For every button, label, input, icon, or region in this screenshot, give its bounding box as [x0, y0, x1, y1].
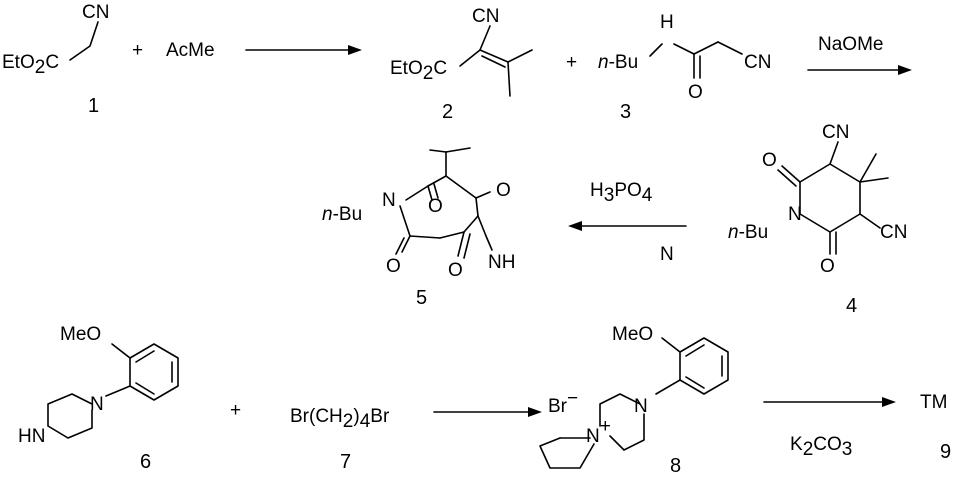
compound-1-cn-label: CN [82, 2, 109, 23]
compound-4-cn-top: CN [822, 122, 849, 143]
arrow-3-reagent-top: H3PO4 [590, 180, 653, 206]
reaction-arrow-1 [245, 45, 362, 55]
compound-2-cn-label: CN [472, 6, 499, 27]
plus-sign-1: + [132, 40, 143, 61]
compound-4-o-top: O [762, 150, 777, 171]
compound-5-number: 5 [416, 287, 427, 309]
compound-4-o-bottom: O [820, 256, 835, 277]
compound-4: CN CN O O N n-Bu 4 [728, 122, 907, 317]
compound-1-number: 1 [88, 95, 99, 117]
compound-4-cn-right: CN [880, 222, 907, 243]
compound-7: Br(CH2)4Br 7 [290, 406, 390, 473]
compound-8-n: N [634, 396, 648, 417]
compound-8-number: 8 [670, 455, 681, 477]
compound-5-nh: NH [488, 252, 515, 273]
compound-2-ester-label: EtO2C [390, 58, 447, 84]
compound-7-formula: Br(CH2)4Br [290, 406, 390, 432]
product-label-tm: TM [920, 392, 947, 413]
compound-6-number: 6 [140, 451, 151, 473]
compound-2-number: 2 [442, 101, 453, 123]
compound-5-nbu: n-Bu [322, 204, 362, 225]
compound-8-bromide: Br− [548, 388, 578, 417]
compound-4-n: N [788, 204, 802, 225]
plus-sign-2: + [566, 52, 577, 73]
arrow-3-reagent-bottom: N [660, 244, 674, 265]
plus-sign-3: + [230, 400, 241, 421]
compound-3-cn-label: CN [744, 52, 771, 73]
compound-1-ester-label: EtO2C [2, 52, 59, 78]
compound-1: CN EtO2C 1 [2, 2, 109, 117]
compound-8-meo: MeO [612, 324, 653, 345]
reaction-arrow-5: K2CO3 [763, 397, 896, 460]
compound-3-h-label: H [660, 12, 674, 33]
compound-7-number: 7 [340, 451, 351, 473]
compound-5-o4: O [448, 260, 463, 281]
compound-4-nbu: n-Bu [728, 222, 768, 243]
compound-6-hn: HN [18, 426, 45, 447]
compound-3: H n-Bu O CN 3 [598, 12, 771, 123]
compound-6-n: N [90, 394, 104, 415]
compound-5-n: N [382, 190, 396, 211]
reaction-arrow-4 [433, 407, 542, 417]
compound-2: CN EtO2C 2 [390, 6, 533, 123]
product-number: 9 [940, 441, 951, 463]
reagent-acme: AcMe [166, 40, 215, 61]
compound-5: n-Bu N O O O O NH 5 [322, 147, 515, 309]
product-9: TM 9 [920, 392, 951, 463]
compound-6-meo: MeO [60, 324, 101, 345]
compound-5-o1: O [428, 196, 443, 217]
compound-3-o-label: O [688, 82, 703, 103]
arrow-5-reagent-k2co3: K2CO3 [790, 434, 852, 460]
compound-3-nbu-label: n-Bu [598, 52, 638, 73]
arrow-1-reagent-naome: NaOMe [818, 34, 883, 55]
reaction-arrow-3: H3PO4 N [568, 180, 687, 265]
compound-3-number: 3 [620, 101, 631, 123]
compound-8-n-plus: N+ [586, 416, 611, 447]
compound-5-o2: O [496, 180, 511, 201]
reaction-arrow-2: NaOMe [807, 34, 912, 75]
compound-6: MeO N HN 6 [18, 324, 179, 473]
compound-8: MeO Br− N+ N 8 [539, 324, 729, 477]
compound-4-number: 4 [846, 295, 857, 317]
compound-5-o3: O [386, 256, 401, 277]
